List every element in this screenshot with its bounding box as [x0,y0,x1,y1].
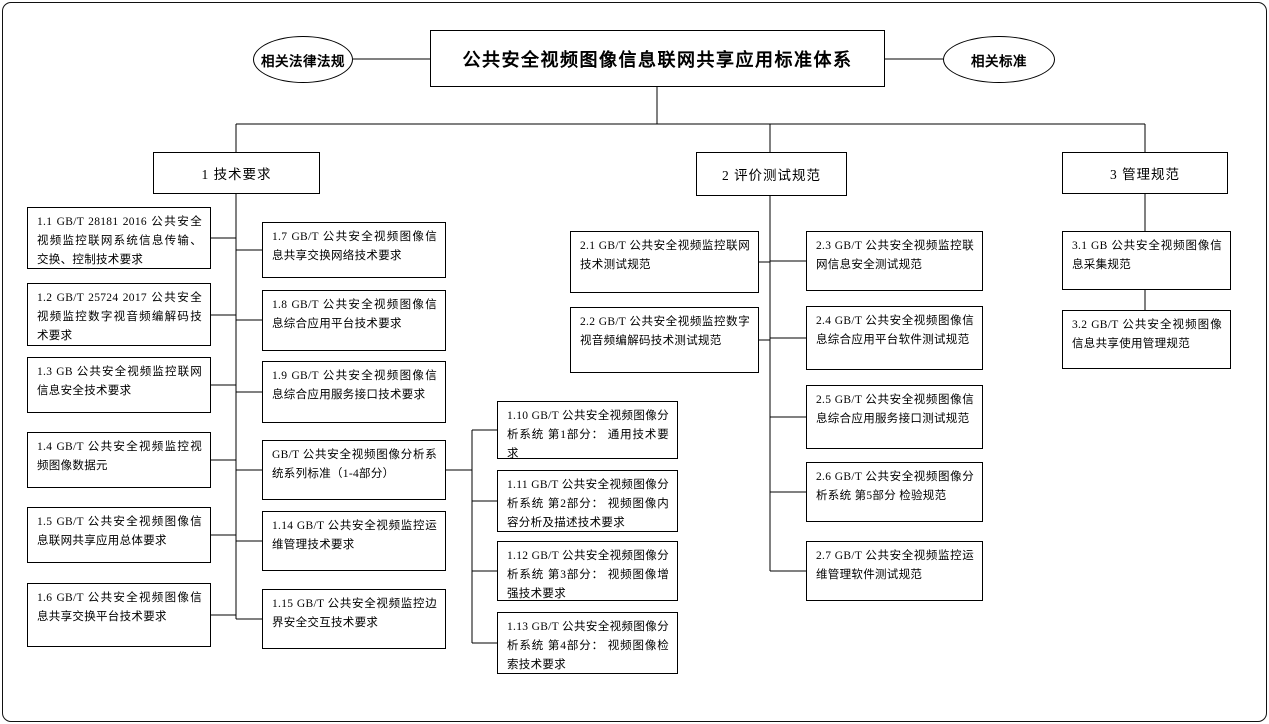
node-1-1: 1.1 GB/T 28181 2016 公共安全视频监控联网系统信息传输、交换、… [27,207,211,269]
branch-1-technical-requirements: 1 技术要求 [153,152,320,194]
node-2-6: 2.6 GB/T 公共安全视频图像分析系统 第5部分 检验规范 [806,462,983,522]
node-1-2: 1.2 GB/T 25724 2017 公共安全视频监控数字视音频编解码技术要求 [27,283,211,346]
node-1-3: 1.3 GB 公共安全视频监控联网信息安全技术要求 [27,357,211,413]
node-1-15: 1.15 GB/T 公共安全视频监控边界安全交互技术要求 [262,589,446,649]
node-1-8: 1.8 GB/T 公共安全视频图像信息综合应用平台技术要求 [262,290,446,351]
node-1-12: 1.12 GB/T 公共安全视频图像分析系统 第3部分： 视频图像增强技术要求 [497,541,678,601]
node-1-11: 1.11 GB/T 公共安全视频图像分析系统 第2部分： 视频图像内容分析及描述… [497,470,678,532]
node-1-13: 1.13 GB/T 公共安全视频图像分析系统 第4部分： 视频图像检索技术要求 [497,612,678,674]
node-2-4: 2.4 GB/T 公共安全视频图像信息综合应用平台软件测试规范 [806,306,983,370]
node-1-5: 1.5 GB/T 公共安全视频图像信息联网共享应用总体要求 [27,507,211,563]
node-3-1: 3.1 GB 公共安全视频图像信息采集规范 [1062,231,1231,290]
node-2-7: 2.7 GB/T 公共安全视频监控运维管理软件测试规范 [806,541,983,601]
root-title-box: 公共安全视频图像信息联网共享应用标准体系 [430,30,885,87]
node-2-1: 2.1 GB/T 公共安全视频监控联网技术测试规范 [570,231,759,293]
node-3-2: 3.2 GB/T 公共安全视频图像信息共享使用管理规范 [1062,310,1231,369]
related-standards-ellipse: 相关标准 [943,36,1055,83]
node-1-10: 1.10 GB/T 公共安全视频图像分析系统 第1部分： 通用技术要求 [497,401,678,459]
node-2-2: 2.2 GB/T 公共安全视频监控数字视音频编解码技术测试规范 [570,307,759,373]
node-analysis-series: GB/T 公共安全视频图像分析系统系列标准（1-4部分） [262,440,446,500]
node-1-14: 1.14 GB/T 公共安全视频监控运维管理技术要求 [262,511,446,571]
node-2-5: 2.5 GB/T 公共安全视频图像信息综合应用服务接口测试规范 [806,385,983,449]
branch-3-management-specs: 3 管理规范 [1062,152,1228,194]
node-1-9: 1.9 GB/T 公共安全视频图像信息综合应用服务接口技术要求 [262,361,446,423]
related-laws-ellipse: 相关法律法规 [253,36,353,83]
node-2-3: 2.3 GB/T 公共安全视频监控联网信息安全测试规范 [806,231,983,291]
node-1-6: 1.6 GB/T 公共安全视频图像信息共享交换平台技术要求 [27,583,211,647]
node-1-7: 1.7 GB/T 公共安全视频图像信息共享交换网络技术要求 [262,222,446,278]
branch-2-evaluation-test-specs: 2 评价测试规范 [696,152,847,196]
node-1-4: 1.4 GB/T 公共安全视频监控视频图像数据元 [27,432,211,488]
